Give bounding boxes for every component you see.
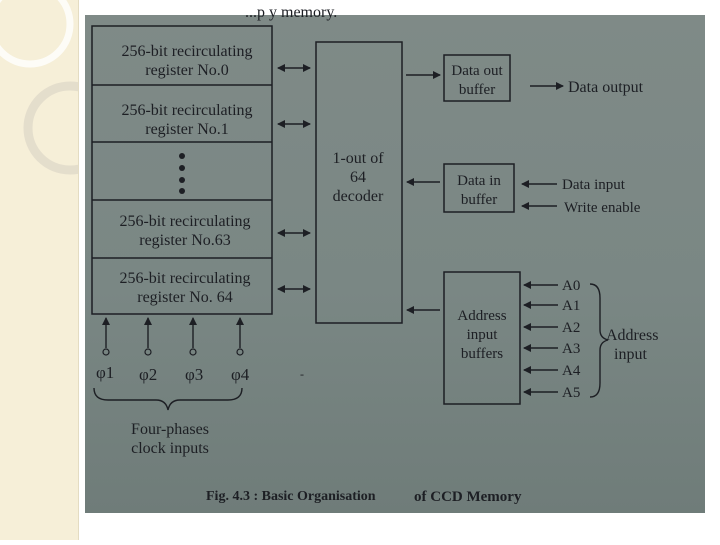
clock-phase-2: φ2	[139, 365, 157, 384]
clock-brace	[93, 387, 243, 411]
data-in-line1: Data in	[457, 173, 501, 189]
address-line-a2: A2	[562, 320, 580, 336]
clock-label-line1: Four-phases	[131, 421, 209, 438]
clock-phase-1: φ1	[96, 363, 114, 382]
decoder-line2: 64	[350, 169, 366, 186]
clock-label-line2: clock inputs	[131, 440, 209, 457]
register-1-line1: 256-bit recirculating	[121, 102, 252, 119]
address-buffers-line1: Address	[457, 308, 506, 324]
decoder-box	[315, 41, 403, 324]
figure-caption-prefix: Fig. 4.3 : Basic Organisation	[206, 489, 376, 504]
address-line-labels: A0 A1 A2 A3 A4 A5	[562, 278, 581, 401]
address-buffers-line3: buffers	[461, 346, 503, 362]
figure-caption-suffix: of CCD Memory	[414, 489, 522, 505]
clock-phase-labels: φ1 φ2 φ3 φ4	[96, 363, 250, 384]
address-input-line1: Address	[606, 327, 658, 344]
write-enable-label: Write enable	[564, 200, 641, 216]
register-1: 256-bit recirculating register No.1	[121, 102, 252, 138]
register-64-line2: register No. 64	[137, 289, 233, 306]
data-out-line2: buffer	[459, 82, 495, 98]
data-output-label: Data output	[568, 79, 644, 96]
address-input-line2: input	[614, 346, 647, 363]
address-line-a1: A1	[562, 298, 580, 314]
decoder-line3: decoder	[333, 188, 384, 205]
register-stack	[91, 25, 273, 315]
data-input-label: Data input	[562, 177, 626, 193]
diagram-photo	[85, 15, 705, 513]
address-input-buffers: Address input buffers	[443, 271, 521, 405]
clock-phase-4: φ4	[231, 365, 250, 384]
register-0: 256-bit recirculating register No.0	[121, 43, 252, 79]
top-text-fragment: ...p y memory.	[245, 4, 337, 21]
register-63: 256-bit recirculating register No.63	[119, 213, 250, 249]
continuation-dots	[179, 153, 185, 194]
data-in-line2: buffer	[461, 192, 497, 208]
data-out-line1: Data out	[451, 63, 503, 79]
register-63-line2: register No.63	[139, 232, 231, 249]
clock-input-arrows	[102, 317, 244, 348]
clock-phase-3: φ3	[185, 365, 203, 384]
address-line-a0: A0	[562, 278, 580, 294]
address-line-a3: A3	[562, 341, 580, 357]
register-1-line2: register No.1	[145, 121, 229, 138]
register-0-line1: 256-bit recirculating	[121, 43, 252, 60]
data-in-buffer: Data in buffer	[443, 163, 515, 213]
address-line-a5: A5	[562, 385, 580, 401]
data-out-buffer: Data out buffer	[443, 54, 511, 102]
stray-mark: -	[300, 367, 304, 381]
register-64: 256-bit recirculating register No. 64	[119, 270, 250, 306]
register-0-line2: register No.0	[145, 62, 229, 79]
register-63-line1: 256-bit recirculating	[119, 213, 250, 230]
address-buffers-line2: input	[467, 327, 499, 343]
decoder-line1: 1-out of	[332, 150, 384, 167]
register-decoder-arrows	[277, 64, 311, 293]
address-brace	[589, 283, 609, 398]
clock-terminals	[102, 348, 244, 356]
address-line-arrows	[523, 281, 558, 396]
register-64-line1: 256-bit recirculating	[119, 270, 250, 287]
address-line-a4: A4	[562, 363, 581, 379]
